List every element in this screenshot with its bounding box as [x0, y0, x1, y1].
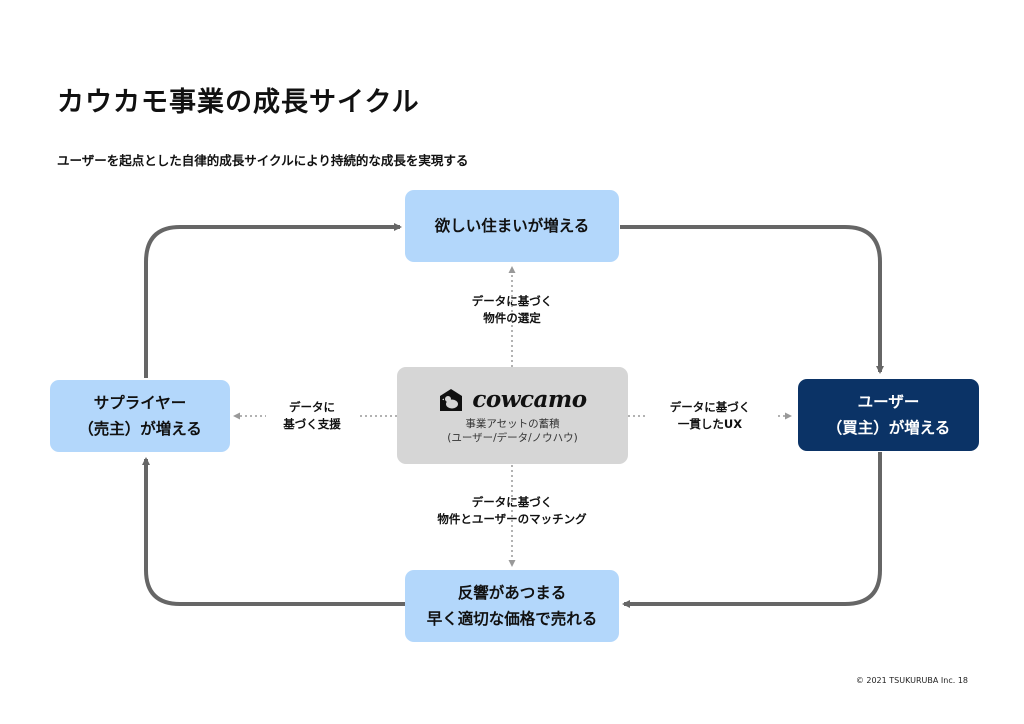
label-down-line1: データに基づく: [471, 495, 553, 509]
page-title: カウカモ事業の成長サイクル: [57, 87, 420, 118]
label-up: データに基づく 物件の選定: [432, 293, 592, 327]
node-bottom: 反響があつまる 早く適切な価格で売れる: [405, 570, 619, 642]
node-right-line2: （買主）が増える: [826, 419, 951, 437]
arrow-bottom-to-left: [142, 457, 405, 606]
node-bottom-line1: 反響があつまる: [457, 584, 567, 602]
center-line2: (ユーザー/データ/ノウハウ): [447, 431, 578, 444]
label-left: データに 基づく支援: [266, 399, 358, 433]
logo-wordmark: cowcamo: [472, 385, 587, 413]
node-top-text: 欲しい住まいが増える: [434, 217, 590, 235]
bird-logo-icon: [440, 388, 463, 411]
page-subtitle: ユーザーを起点とした自律的成長サイクルにより持続的な成長を実現する: [57, 153, 469, 168]
label-left-line1: データに: [289, 400, 335, 414]
label-left-line2: 基づく支援: [283, 417, 341, 431]
label-up-line1: データに基づく: [471, 294, 553, 308]
footer-copyright: © 2021 TSUKURUBA Inc. 18: [855, 676, 968, 685]
node-left: サプライヤー （売主）が増える: [50, 380, 230, 452]
center-line1: 事業アセットの蓄積: [465, 417, 560, 430]
node-right-line1: ユーザー: [857, 393, 920, 411]
label-right: データに基づく 一貫したUX: [645, 399, 775, 433]
label-up-line2: 物件の選定: [483, 311, 541, 325]
node-left-line1: サプライヤー: [93, 394, 187, 412]
node-bottom-line2: 早く適切な価格で売れる: [426, 610, 598, 628]
node-center: cowcamo 事業アセットの蓄積 (ユーザー/データ/ノウハウ): [397, 367, 628, 464]
arrow-top-to-right: [620, 225, 884, 374]
label-down: データに基づく 物件とユーザーのマッチング: [402, 494, 622, 528]
label-right-line1: データに基づく: [669, 400, 751, 414]
arrow-left-to-top: [144, 223, 402, 378]
label-down-line2: 物件とユーザーのマッチング: [437, 512, 587, 526]
label-right-line2: 一貫したUX: [677, 417, 743, 431]
node-left-line2: （売主）が増える: [78, 420, 202, 438]
arrow-right-to-bottom: [622, 452, 882, 608]
node-right: ユーザー （買主）が増える: [798, 379, 979, 451]
brand-logo: cowcamo: [438, 385, 587, 413]
node-top: 欲しい住まいが増える: [405, 190, 619, 262]
